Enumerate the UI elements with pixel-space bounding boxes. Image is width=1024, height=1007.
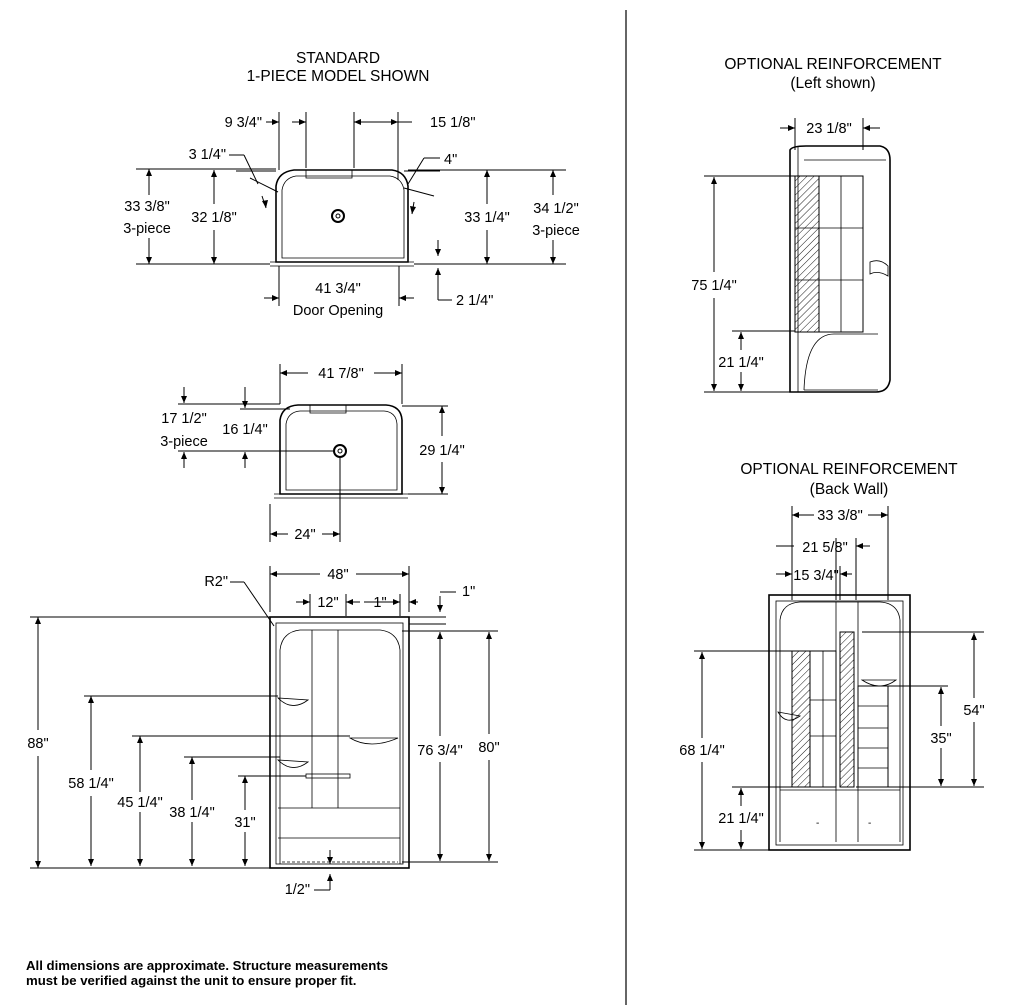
dim-23-1-8: 23 1/8" [806,121,851,137]
back-reinforcement-view: - - 33 3/8" 21 5/8" 15 3/4" 54" 35" [679,506,985,851]
dim-21-5-8: 21 5/8" [802,540,847,556]
dim-32-1-8: 32 1/8" [191,210,236,226]
front-view: 48" 12" 1" 1" R2" 88" 58 1/4" [27,566,500,898]
title-standard-line1: STANDARD [296,50,380,67]
dim-4: 4" [444,152,457,168]
footnote-line1: All dimensions are approximate. Structur… [26,958,389,973]
dim-88: 88" [27,736,48,752]
left-reinforcement-view: 23 1/8" 75 1/4" 21 1/4" [691,118,891,393]
dim-34-1-2-sub: 3-piece [532,223,580,239]
dim-21-1-4-back: 21 1/4" [718,811,763,827]
dim-r2: R2" [204,574,228,590]
svg-text:-: - [816,818,819,829]
dim-15-1-8: 15 1/8" [430,115,475,131]
dim-48: 48" [327,567,348,583]
dim-31: 31" [234,815,255,831]
dim-1-a: 1" [373,595,386,611]
dim-17-1-2: 17 1/2" [161,411,206,427]
dim-58-1-4: 58 1/4" [68,776,113,792]
dim-76-3-4: 76 3/4" [417,743,462,759]
dim-2-1-4: 2 1/4" [456,293,493,309]
dim-34-1-2: 34 1/2" [533,201,578,217]
dim-41-3-4: 41 3/4" [315,281,360,297]
svg-text:-: - [868,818,871,829]
title-opt-left-line1: OPTIONAL REINFORCEMENT [724,56,942,73]
dim-1-b: 1" [462,584,475,600]
top-view: 9 3/4" 15 1/8" 3 1/4" 4" 33 3/8" 3-piece… [123,112,580,319]
dim-24: 24" [294,527,315,543]
base-view: 41 7/8" 17 1/2" 3-piece 16 1/4" 29 1/4" … [160,364,465,543]
dim-33-3-8-sub: 3-piece [123,221,171,237]
dim-75-1-4: 75 1/4" [691,278,736,294]
dim-41-3-4-sub: Door Opening [293,303,383,319]
dim-38-1-4: 38 1/4" [169,805,214,821]
title-opt-back-line1: OPTIONAL REINFORCEMENT [740,461,958,478]
title-opt-back-line2: (Back Wall) [810,481,889,498]
dim-54: 54" [963,703,984,719]
footnote: All dimensions are approximate. Structur… [26,958,486,988]
dim-33-1-4: 33 1/4" [464,210,509,226]
dim-45-1-4: 45 1/4" [117,795,162,811]
dim-3-1-4: 3 1/4" [189,147,226,163]
dim-33-3-8: 33 3/8" [124,199,169,215]
dim-68-1-4: 68 1/4" [679,743,724,759]
dim-33-3-8-back: 33 3/8" [817,508,862,524]
title-opt-left-line2: (Left shown) [790,75,875,92]
dim-15-3-4: 15 3/4" [793,568,838,584]
footnote-line2: must be verified against the unit to ens… [26,973,357,988]
dim-9-3-4: 9 3/4" [225,115,262,131]
dim-17-1-2-sub: 3-piece [160,434,208,450]
dim-29-1-4: 29 1/4" [419,443,464,459]
dim-80: 80" [478,740,499,756]
dim-12: 12" [317,595,338,611]
dim-16-1-4: 16 1/4" [222,422,267,438]
dim-35: 35" [930,731,951,747]
dim-21-1-4-left: 21 1/4" [718,355,763,371]
dim-1-2: 1/2" [285,882,310,898]
title-standard-line2: 1-PIECE MODEL SHOWN [247,68,430,85]
dim-41-7-8: 41 7/8" [318,366,363,382]
